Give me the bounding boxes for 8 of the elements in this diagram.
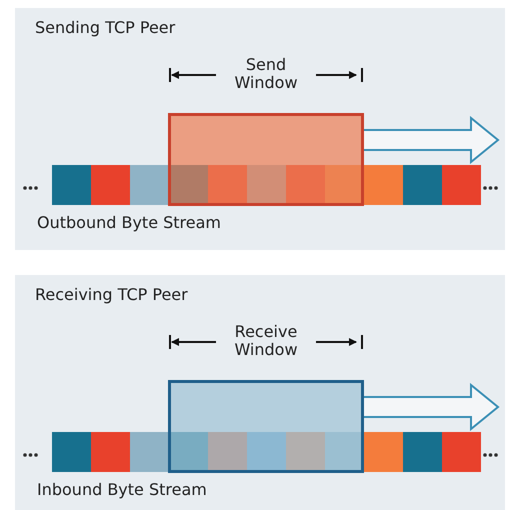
stream-label: Outbound Byte Stream — [37, 213, 222, 232]
panel-title: Sending TCP Peer — [35, 18, 176, 37]
window-box — [168, 113, 364, 206]
panel-background — [15, 8, 505, 250]
window-box — [168, 380, 364, 473]
stream-label: Inbound Byte Stream — [37, 480, 207, 499]
panel-background — [15, 275, 505, 510]
panel-title: Receiving TCP Peer — [35, 285, 188, 304]
